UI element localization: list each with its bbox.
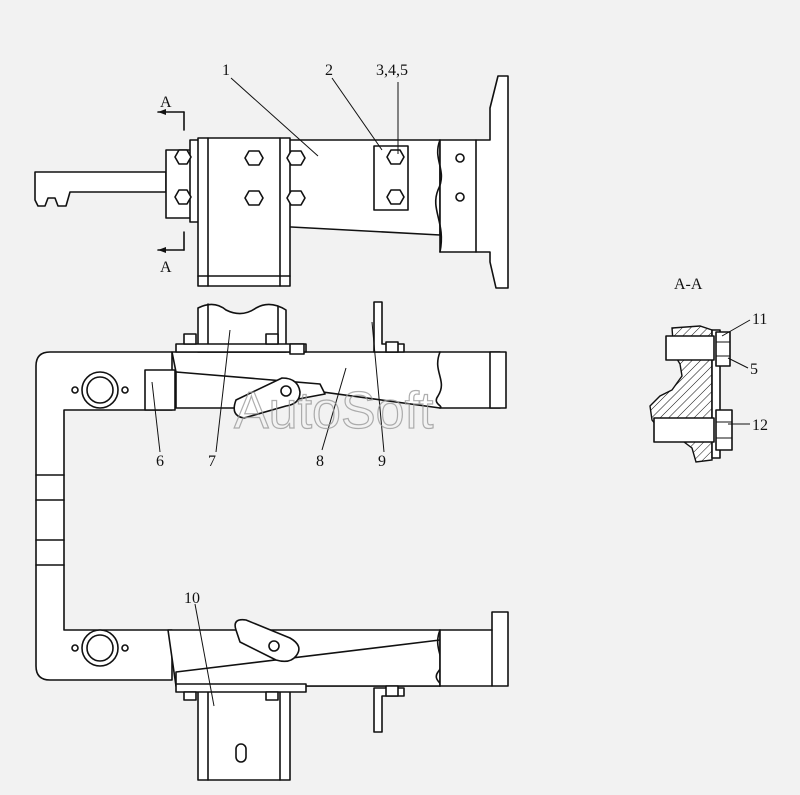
callout-9: 9	[378, 453, 386, 470]
channel-7	[197, 303, 287, 353]
callout-8: 8	[316, 453, 324, 470]
section-view-title: A-A	[674, 276, 703, 293]
callout-12: 12	[752, 417, 768, 434]
channel-bracket	[197, 137, 291, 287]
callout-3-4-5: 3,4,5	[376, 62, 408, 79]
leader-lines	[151, 77, 751, 707]
pivot-link-upper	[233, 377, 301, 419]
callout-5: 5	[750, 361, 758, 378]
top-bolts	[174, 149, 306, 206]
lever-8	[171, 351, 501, 409]
head-12	[715, 409, 733, 451]
section-mark-top: A	[160, 94, 172, 111]
callout-labels: A A A-A 1 2 3,4,5 6 7 8 9 10 11 5 12	[156, 62, 768, 607]
callout-6: 6	[156, 453, 164, 470]
callout-7: 7	[208, 453, 216, 470]
callout-11: 11	[752, 311, 767, 328]
hook-bar	[34, 171, 167, 207]
nut-5	[715, 331, 731, 367]
bolt-11	[665, 335, 715, 361]
callout-2: 2	[325, 62, 333, 79]
callout-10: 10	[184, 590, 200, 607]
section-a-a-view	[649, 325, 733, 463]
end-flange	[439, 75, 509, 289]
bracket-9	[373, 301, 405, 353]
arm-6	[144, 369, 176, 411]
watermark: AutoSoft	[234, 382, 434, 440]
side-view-assembly	[35, 301, 509, 781]
section-line-a	[157, 109, 185, 253]
pivot-link-lower	[234, 618, 300, 663]
top-view-assembly	[34, 75, 509, 289]
channel-10	[197, 689, 291, 781]
bolt-12	[653, 417, 715, 443]
callout-1: 1	[222, 62, 230, 79]
section-mark-bottom: A	[160, 259, 172, 276]
